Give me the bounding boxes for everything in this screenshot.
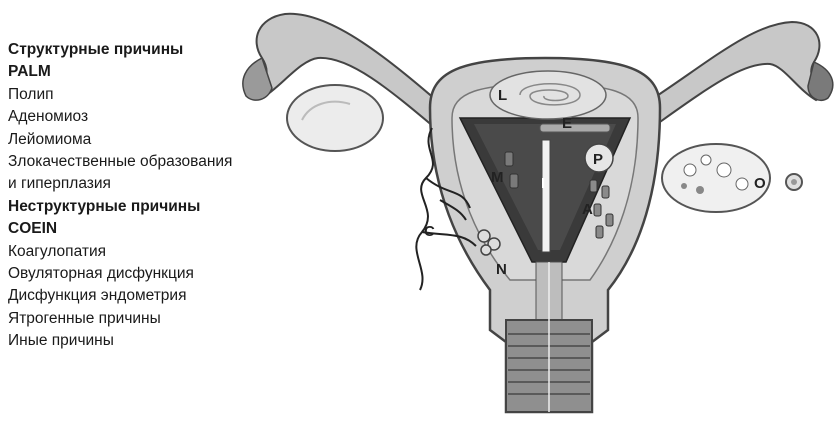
leiomyoma-lesion (490, 71, 606, 119)
label-i: I (541, 175, 545, 192)
iatrogenic-iud (542, 140, 550, 252)
label-a: A (582, 201, 593, 218)
label-c: C (424, 223, 435, 240)
label-m: M (491, 169, 504, 186)
label-e: E (562, 115, 572, 132)
uterus-illustration: L E P M I A C N O (230, 0, 838, 427)
left-ovary (287, 85, 383, 151)
label-p: P (593, 151, 603, 168)
label-o: O (754, 175, 766, 192)
endometrial-dysfunction-lesion (540, 124, 610, 132)
label-l: L (498, 87, 507, 104)
label-n: N (496, 261, 507, 278)
